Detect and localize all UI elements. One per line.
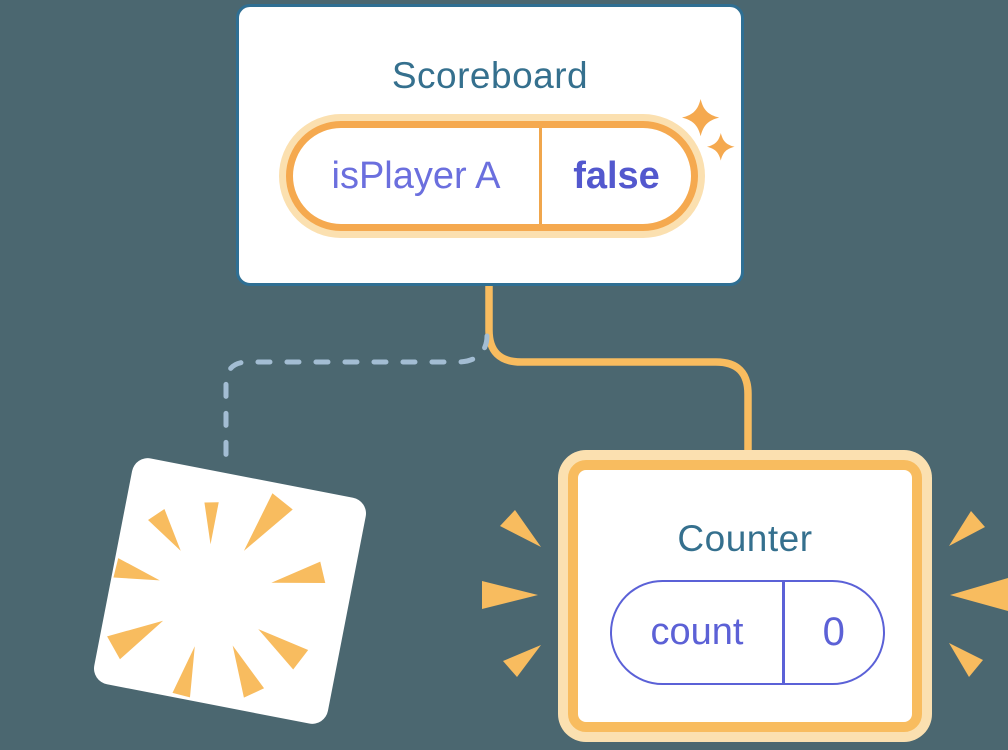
state-value: 0 bbox=[822, 610, 845, 654]
state-pill: isPlayer A false bbox=[286, 121, 698, 231]
scoreboard-component-card: Scoreboard isPlayer A false bbox=[236, 4, 744, 286]
counter-component-card: Counter count 0 bbox=[568, 460, 922, 732]
parent-to-counter-connector bbox=[485, 278, 752, 459]
state-name: count bbox=[650, 611, 744, 653]
poof-burst-icon bbox=[107, 493, 326, 698]
sparkles-icon bbox=[682, 99, 735, 161]
emphasis-marks-icon bbox=[949, 511, 1008, 677]
component-title: Counter bbox=[677, 518, 813, 559]
state-value: false bbox=[573, 154, 660, 197]
state-name: isPlayer A bbox=[331, 154, 501, 197]
pill-divider bbox=[539, 128, 542, 224]
pill-divider bbox=[782, 582, 785, 683]
removed-branch-dashed-connector bbox=[223, 333, 490, 465]
destroyed-component-card bbox=[91, 455, 369, 727]
component-title: Scoreboard bbox=[391, 55, 589, 96]
state-pill: count 0 bbox=[610, 580, 885, 685]
emphasis-marks-icon bbox=[482, 510, 541, 677]
